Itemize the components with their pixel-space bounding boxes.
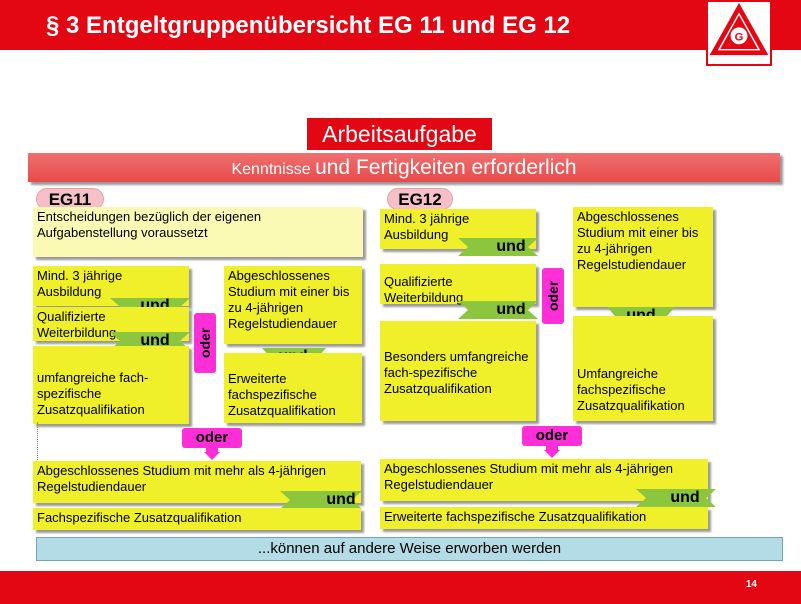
ig-metall-logo-icon: G — [706, 0, 772, 66]
eg11-und-4: und — [326, 491, 356, 508]
eg12-und-arrow-2 — [458, 301, 538, 319]
kenntnisse-small-text: Kenntnisse — [231, 161, 311, 178]
eg11-weiterbildung-box: Qualifizierte Weiterbildung — [33, 307, 189, 341]
eg11-fachspezifische-box: Fachspezifische Zusatzqualifikation — [33, 508, 361, 530]
eg11-top-box: Entscheidungen bezüglich der eigenen Auf… — [33, 207, 363, 257]
eg12-studium-mehr-box: Abgeschlossenes Studium mit mehr als 4-j… — [380, 459, 708, 501]
eg11-label: EG11 — [36, 188, 104, 210]
eg12-studium-box: Abgeschlossenes Studium mit einer bis zu… — [573, 207, 713, 307]
eg11-oder-horizontal: oder — [182, 428, 242, 448]
eg12-und-arrow-1 — [458, 238, 538, 256]
eg11-zusatz-box: umfangreiche fach-spezifische Zusatzqual… — [33, 346, 189, 424]
page-number: 14 — [745, 579, 757, 590]
svg-text:G: G — [735, 32, 744, 44]
eg11-und-2: und — [140, 332, 170, 349]
eg12-und-arrow-4 — [636, 489, 716, 507]
eg12-erweiterte-box: Erweiterte fachspezifische Zusatzqualifi… — [380, 507, 708, 529]
eg12-oder-horizontal: oder — [522, 426, 582, 446]
eg12-label: EG12 — [387, 188, 453, 210]
eg11-studium-box: Abgeschlossenes Studium mit einer bis zu… — [224, 266, 362, 344]
kenntnisse-banner: Kenntnisse und Fertigkeiten erforderlich — [28, 153, 780, 182]
eg11-oder-arrow-icon — [204, 446, 220, 460]
header-bar — [0, 0, 801, 50]
logo-graphic: G — [709, 2, 769, 56]
eg12-oder-arrow-icon — [544, 444, 560, 458]
eg11-und-arrow-4 — [280, 491, 362, 509]
eg12-zusatz-box: Besonders umfangreiche fach-spezifische … — [380, 321, 536, 421]
eg12-und-2: und — [496, 301, 526, 318]
kenntnisse-big-text: und Fertigkeiten erforderlich — [315, 156, 577, 179]
acquired-otherwise-note: ...können auf andere Weise erworben werd… — [36, 537, 783, 561]
page-title: § 3 Entgeltgruppenübersicht EG 11 und EG… — [46, 12, 571, 39]
footer-bar — [0, 571, 801, 604]
arbeitsaufgabe-label: Arbeitsaufgabe — [307, 118, 492, 150]
eg12-und-1: und — [496, 238, 526, 255]
eg12-und-4: und — [670, 489, 700, 506]
eg11-ausbildung-box: Mind. 3 jährige Ausbildung — [33, 266, 189, 306]
eg11-und-arrow-2 — [110, 332, 190, 350]
eg11-erweiterte-box: Erweiterte fachspezifische Zusatzqualifi… — [224, 353, 362, 423]
eg12-oder-vertical: oder — [542, 268, 564, 324]
eg11-oder-vertical: oder — [194, 313, 216, 373]
eg11-dotted-line — [37, 422, 38, 460]
eg12-umfangreiche-box: Umfangreiche fachspezifische Zusatzquali… — [573, 316, 713, 421]
eg12-weiterbildung-box: Qualifizierte Weiterbildung — [380, 264, 536, 305]
